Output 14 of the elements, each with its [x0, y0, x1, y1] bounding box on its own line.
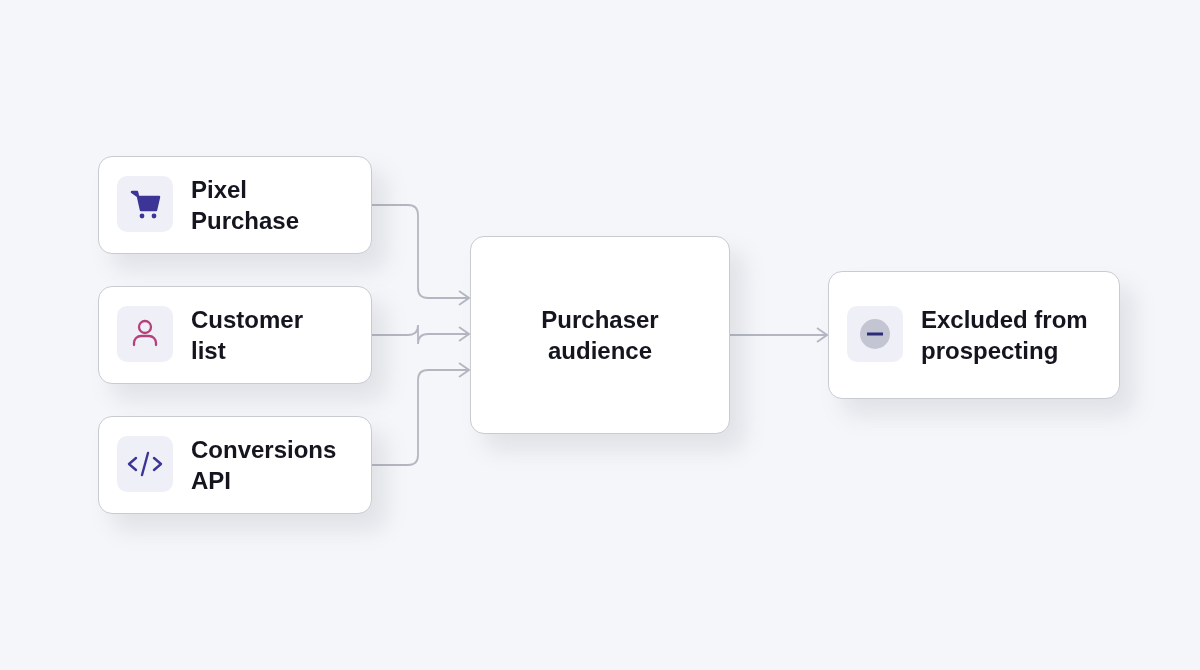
- source-box: [828, 271, 1120, 399]
- source-box: [98, 156, 372, 254]
- arrow: [371, 204, 470, 306]
- arrow: [371, 324, 470, 345]
- audience-box: [470, 236, 730, 434]
- node-title: Purchaser audience: [540, 305, 660, 366]
- node-label: Customer list: [191, 305, 305, 366]
- arrow: [371, 362, 470, 466]
- node-label: Pixel Purchase: [191, 175, 301, 236]
- source-box: [98, 286, 372, 384]
- node-label: Excluded from prospecting: [921, 305, 1089, 366]
- source-box: [98, 416, 372, 514]
- node-label: Conversions API: [191, 435, 338, 496]
- arrow: [729, 327, 828, 343]
